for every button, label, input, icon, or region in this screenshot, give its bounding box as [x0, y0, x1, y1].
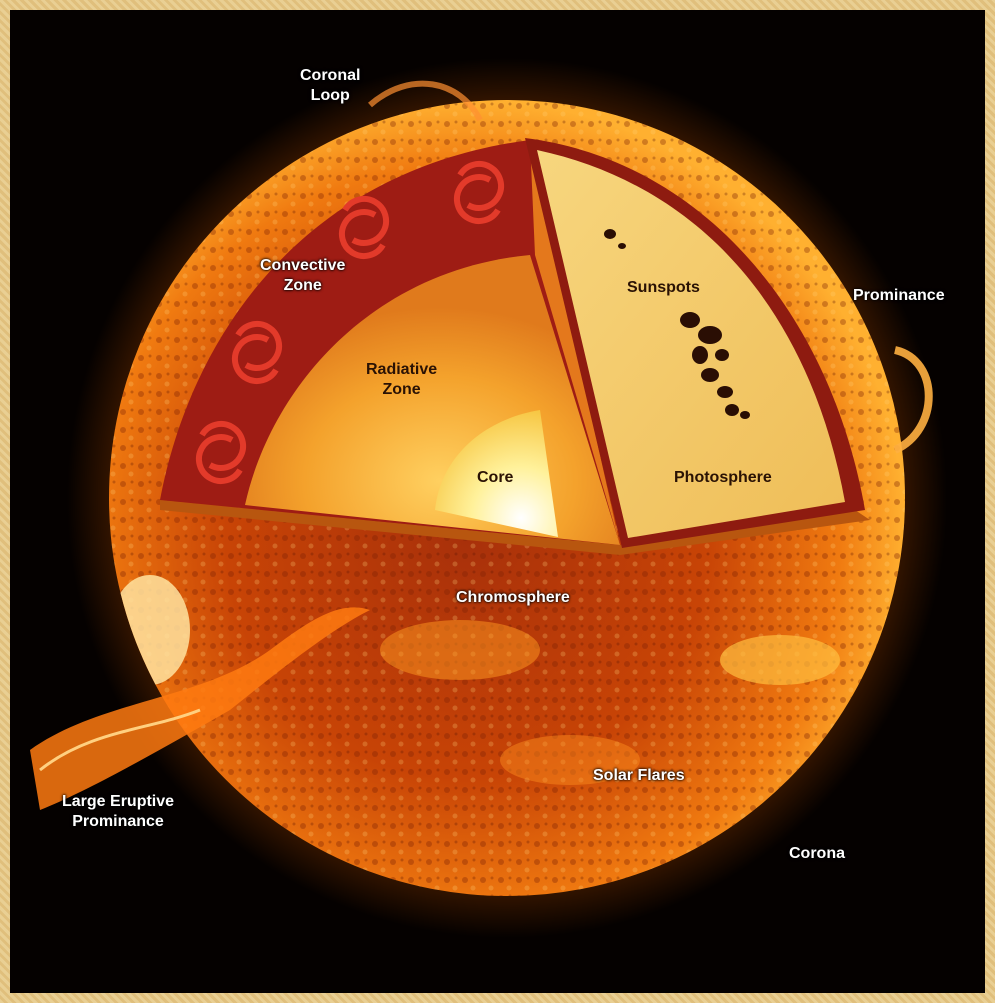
label-sunspots: Sunspots [627, 278, 700, 298]
label-prominance: Prominance [853, 286, 945, 306]
label-corona: Corona [789, 844, 845, 864]
label-convective-zone: Convective Zone [260, 256, 345, 296]
sun-diagram: Coronal Loop Convective Zone Radiative Z… [10, 10, 985, 993]
label-solar-flares: Solar Flares [593, 766, 685, 786]
label-photosphere: Photosphere [674, 468, 772, 488]
label-radiative-zone: Radiative Zone [366, 360, 437, 400]
label-chromosphere: Chromosphere [456, 588, 570, 608]
label-large-eruptive-prominance: Large Eruptive Prominance [62, 792, 174, 832]
label-core: Core [477, 468, 513, 488]
label-coronal-loop: Coronal Loop [300, 66, 360, 106]
